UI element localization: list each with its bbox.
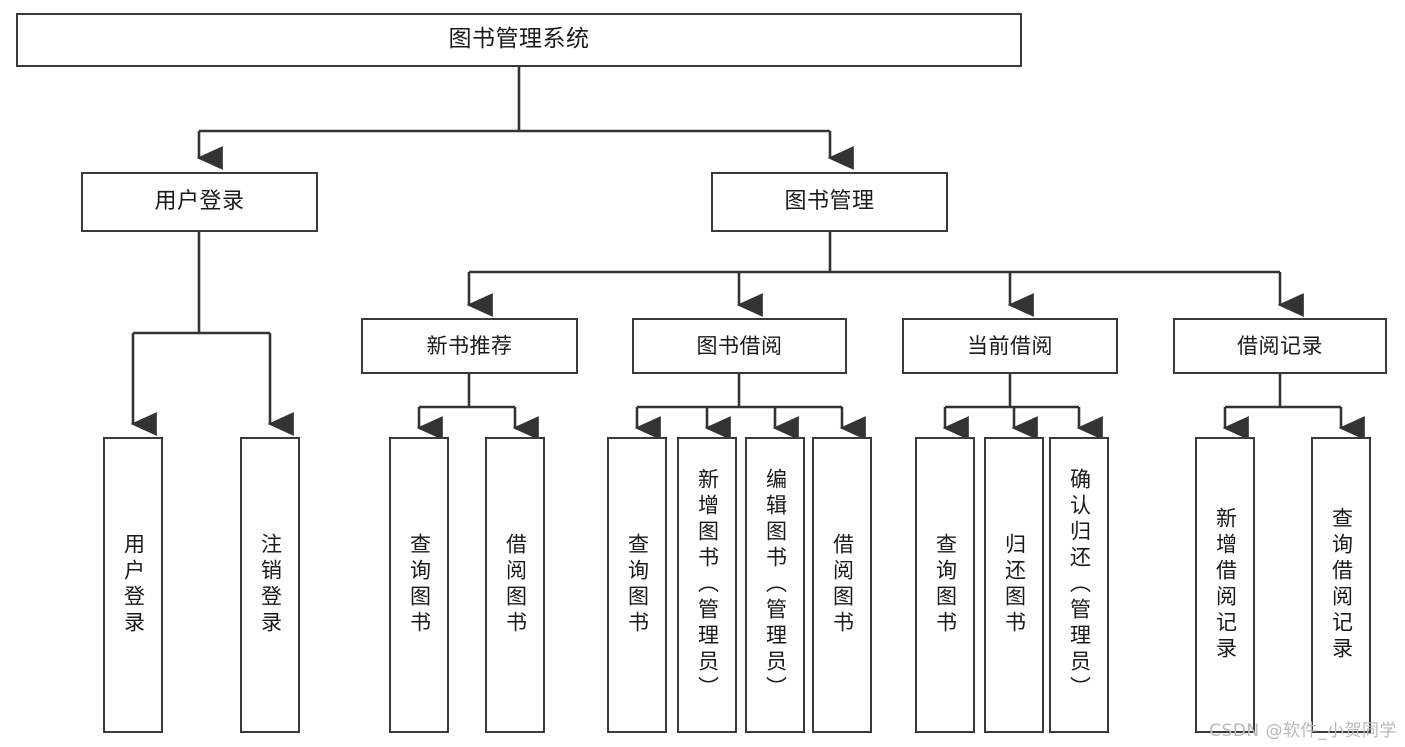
node-label: 借阅图书: [830, 533, 855, 637]
node-label: 当前借阅: [967, 333, 1053, 358]
leaf-logout[interactable]: 注销登录: [240, 437, 300, 733]
node-borrow-record[interactable]: 借阅记录: [1173, 318, 1387, 374]
node-label: 查询图书: [407, 533, 432, 637]
node-label: 新增图书（管理员）: [695, 468, 720, 702]
node-user-login[interactable]: 用户登录: [81, 172, 318, 232]
csdn-watermark: CSDN @软件_小贺同学: [1209, 721, 1397, 741]
leaf-borrow-book-recommend[interactable]: 借阅图书: [485, 437, 545, 733]
leaf-return-book[interactable]: 归还图书: [984, 437, 1044, 733]
node-label: 编辑图书（管理员）: [763, 468, 788, 702]
leaf-edit-book-admin[interactable]: 编辑图书（管理员）: [745, 437, 805, 733]
node-label: 图书管理系统: [448, 26, 590, 53]
node-book-management[interactable]: 图书管理: [711, 172, 948, 232]
node-label: 注销登录: [258, 533, 283, 637]
node-label: 归还图书: [1002, 533, 1027, 637]
node-label: 新书推荐: [426, 333, 513, 358]
leaf-confirm-return-admin[interactable]: 确认归还（管理员）: [1049, 437, 1109, 733]
node-current-borrow[interactable]: 当前借阅: [902, 318, 1118, 374]
node-label: 借阅图书: [503, 533, 528, 637]
node-label: 借阅记录: [1237, 333, 1323, 358]
node-book-borrow[interactable]: 图书借阅: [632, 318, 847, 374]
node-label: 图书管理: [784, 189, 875, 215]
leaf-query-book-current[interactable]: 查询图书: [915, 437, 975, 733]
node-root-system[interactable]: 图书管理系统: [16, 13, 1022, 67]
node-label: 查询借阅记录: [1329, 507, 1354, 663]
leaf-user-login[interactable]: 用户登录: [103, 437, 163, 733]
leaf-add-book-admin[interactable]: 新增图书（管理员）: [677, 437, 737, 733]
leaf-query-book-borrow[interactable]: 查询图书: [607, 437, 667, 733]
leaf-query-borrow-record[interactable]: 查询借阅记录: [1311, 437, 1371, 733]
node-new-book-recommend[interactable]: 新书推荐: [361, 318, 578, 374]
node-label: 新增借阅记录: [1213, 507, 1238, 663]
node-label: 用户登录: [154, 189, 245, 215]
node-label: 查询图书: [625, 533, 650, 637]
node-label: 确认归还（管理员）: [1067, 468, 1092, 702]
leaf-query-book-recommend[interactable]: 查询图书: [389, 437, 449, 733]
node-label: 图书借阅: [696, 333, 783, 358]
leaf-borrow-book[interactable]: 借阅图书: [812, 437, 872, 733]
node-label: 查询图书: [933, 533, 958, 637]
leaf-add-borrow-record[interactable]: 新增借阅记录: [1195, 437, 1255, 733]
node-label: 用户登录: [121, 533, 146, 637]
